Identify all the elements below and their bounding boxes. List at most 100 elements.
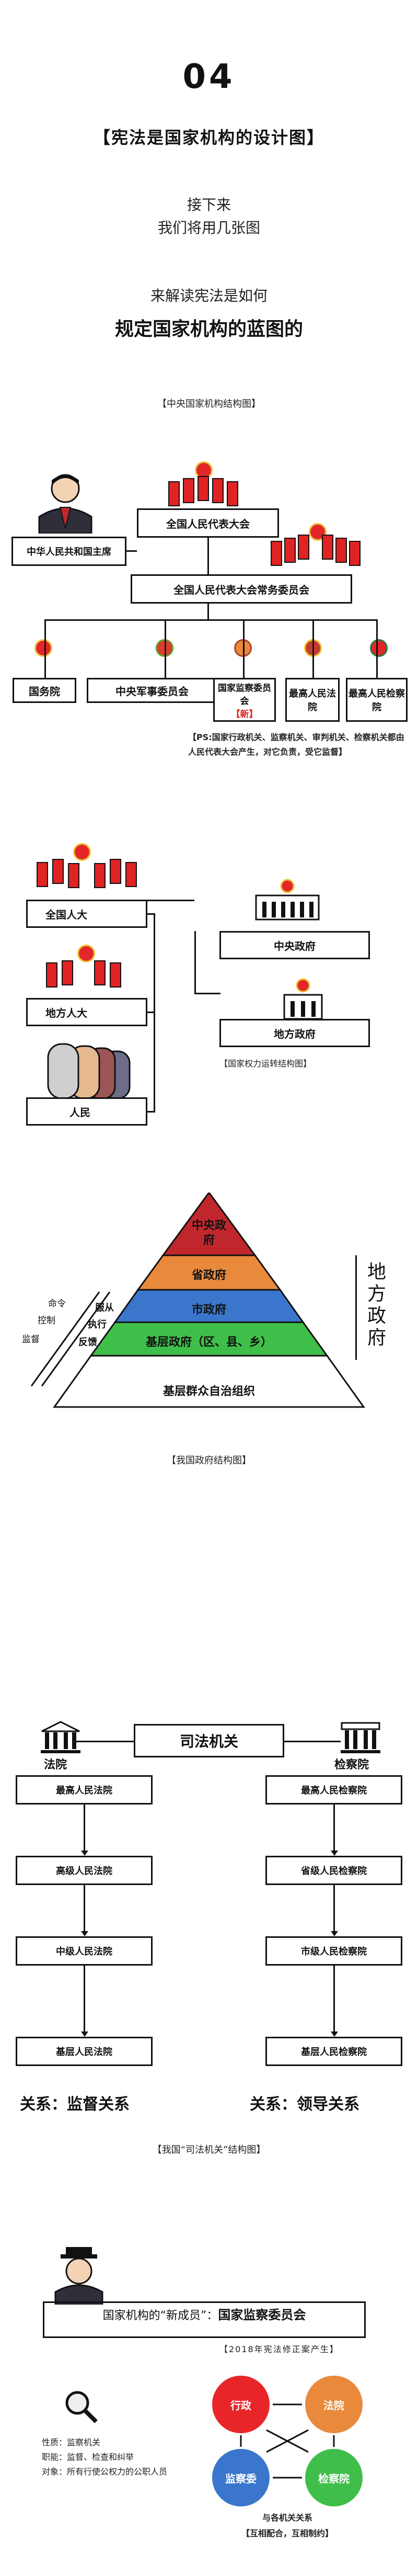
government-pyramid: [52, 1191, 366, 1433]
duty-row: 职能：监督、检查和纠举: [42, 2452, 134, 2462]
target-row: 对象：所有行使公权力的公职人员: [42, 2467, 168, 2477]
connector: [75, 1741, 134, 1742]
flag: [284, 538, 296, 563]
flag: [168, 481, 180, 506]
connector: [333, 1966, 335, 2032]
section-title: 【宪法是国家机构的设计图】: [93, 128, 324, 147]
nature-row: 性质：监察机关: [42, 2437, 101, 2447]
connector: [376, 619, 378, 678]
power-local-emblem: [77, 945, 95, 962]
new-badge: 【新】: [231, 709, 258, 720]
newmember-title-box: 国家机构的“新成员”：国家监察委员会: [43, 2301, 366, 2338]
newmember-subtitle: 【2018年宪法修正案产生】: [219, 2344, 339, 2354]
flag: [62, 960, 73, 985]
connector: [44, 619, 46, 678]
supervision-box: 国家监察委员会 【新】: [213, 678, 276, 722]
connector: [312, 619, 314, 678]
central-note: 【PS:国家行政机关、监察机关、审判机关、检察机关都由人民代表大会产生，对它负责…: [188, 732, 404, 757]
flag: [198, 476, 209, 501]
connector: [147, 900, 194, 901]
pyramid-level-province: 省政府: [191, 1269, 226, 1282]
emblem-state-council: [34, 639, 52, 657]
flag: [298, 535, 309, 560]
emblem-procuratorate: [370, 639, 388, 657]
power-caption: 【国家权力运转结构图】: [219, 1059, 312, 1069]
connector: [44, 619, 376, 621]
side-bracket: [355, 1255, 357, 1360]
right-label-2: 执行: [88, 1319, 107, 1330]
supervision-label: 国家监察委员会: [218, 683, 271, 707]
court-relation: 关系：监督关系: [20, 2095, 130, 2114]
pyramid-level-central: 中央政府: [191, 1219, 226, 1247]
relation-arrows: [212, 2376, 363, 2506]
court-box-1: 最高人民法院: [16, 1775, 153, 1805]
circle-admin: 行政: [212, 2376, 270, 2433]
proc-box-2: 省级人民检察院: [265, 1856, 402, 1885]
connector: [147, 913, 155, 915]
cmc-box: 中央军事委员会: [87, 678, 217, 703]
relation-caption: 与各机关关系: [262, 2513, 312, 2523]
connector: [207, 604, 209, 619]
supervisor-figure: [50, 2247, 108, 2306]
proc-box-1: 最高人民检察院: [265, 1775, 402, 1805]
flag: [46, 962, 57, 988]
circle-court: 法院: [305, 2376, 363, 2433]
connector: [284, 1741, 341, 1742]
flag: [94, 960, 106, 985]
flag: [68, 863, 79, 888]
flag: [94, 863, 106, 888]
left-label-1: 命令: [48, 1299, 66, 1309]
left-label-3: 监督: [22, 1334, 40, 1345]
flag: [271, 541, 282, 566]
connector: [333, 1885, 335, 1931]
court-box-3: 中级人民法院: [16, 1936, 153, 1966]
connector: [84, 1805, 85, 1851]
flag: [37, 862, 48, 887]
proc-box-3: 市级人民检察院: [265, 1936, 402, 1966]
court-box: 最高人民法院: [285, 678, 340, 722]
flag: [322, 535, 333, 560]
connector: [147, 1111, 155, 1113]
president-box: 中华人民共和国主席: [11, 537, 126, 566]
proc-label: 检察院: [334, 1758, 369, 1772]
intro-line-3: 来解读宪法是如何: [150, 287, 268, 304]
president-figure: [37, 471, 94, 535]
flag: [125, 862, 137, 887]
proc-relation: 关系：领导关系: [250, 2095, 359, 2114]
pyramid-level-base-gov: 基层政府（区、县、乡）: [145, 1336, 272, 1349]
flag: [110, 962, 121, 988]
npcsc-box: 全国人民代表大会常务委员会: [131, 574, 352, 604]
state-council-box: 国务院: [13, 678, 76, 703]
court-box-4: 基层人民法院: [16, 2037, 153, 2066]
court-label: 法院: [44, 1758, 67, 1772]
title-prefix: 国家机构的“新成员”：: [102, 2309, 218, 2322]
intro-line-4: 规定国家机构的蓝图的: [114, 319, 303, 340]
relation-note: 【互相配合，互相制约】: [241, 2528, 333, 2538]
central-caption: 【中央国家机构结构图】: [157, 399, 261, 410]
npc-box: 全国人民代表大会: [137, 508, 279, 538]
court-box-2: 高级人民法院: [16, 1856, 153, 1885]
arrow-command: [21, 1281, 136, 1391]
pyramid-caption: 【我国政府结构图】: [167, 1455, 251, 1466]
connector: [333, 1805, 335, 1851]
flag: [212, 478, 224, 503]
connector: [165, 619, 166, 678]
flag: [110, 859, 121, 884]
local-gov-building: [277, 978, 329, 1020]
judicial-caption: 【我国“司法机关”结构图】: [152, 2144, 266, 2155]
left-label-2: 控制: [38, 1315, 55, 1326]
power-central-gov-box: 中央政府: [219, 931, 370, 959]
right-label-3: 反馈: [78, 1337, 97, 1348]
people-illustration: [41, 1041, 140, 1099]
connector: [84, 1885, 85, 1931]
section-number: 04: [182, 58, 236, 96]
title-bold: 国家监察委员会: [218, 2308, 306, 2322]
judicial-title-box: 司法机关: [134, 1724, 284, 1757]
court-building-icon: [40, 1721, 82, 1754]
right-label-1: 服从: [95, 1302, 114, 1313]
procuratorate-box: 最高人民检察院: [346, 678, 408, 722]
connector: [207, 538, 209, 574]
intro-line-2: 我们将用几张图: [157, 219, 260, 236]
power-local-box: 地方人大: [26, 998, 147, 1026]
pyramid-level-city: 市政府: [191, 1303, 226, 1317]
